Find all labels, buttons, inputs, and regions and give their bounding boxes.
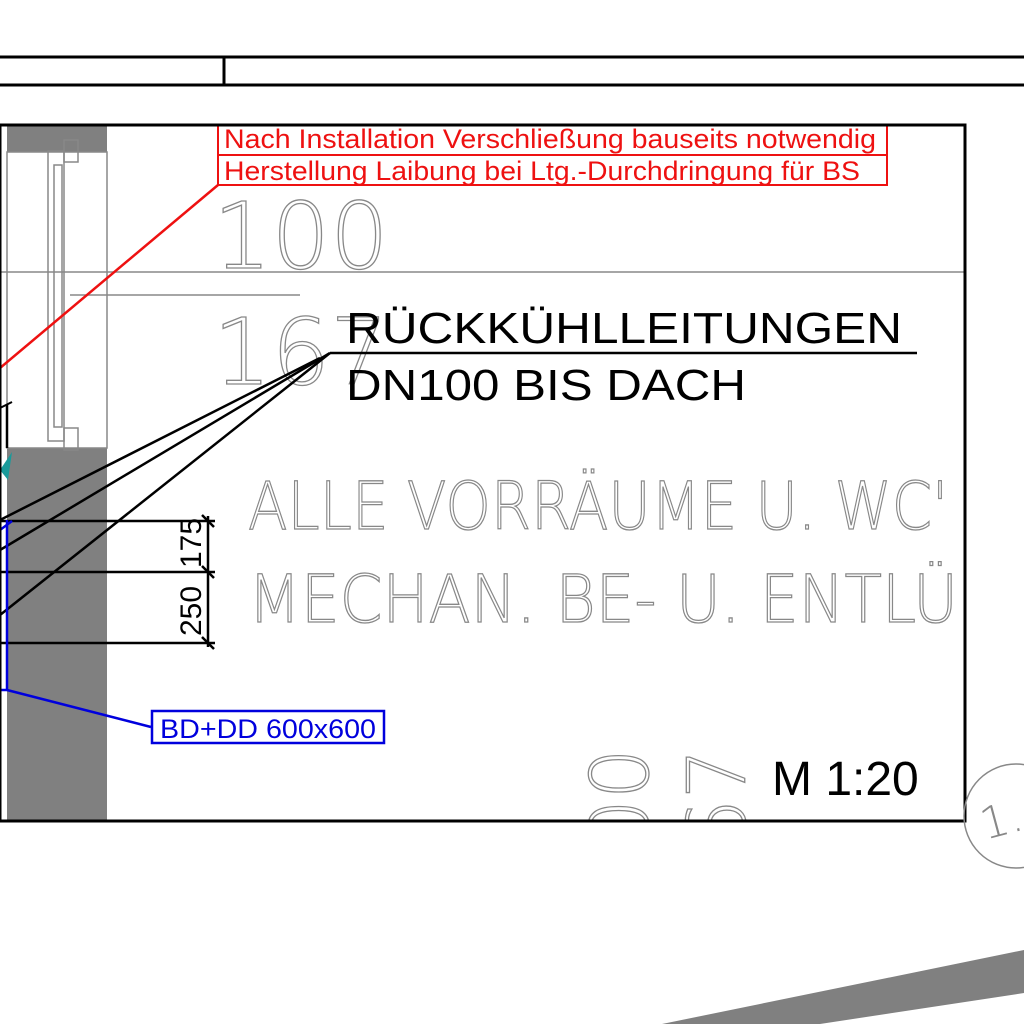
duct-label-box bbox=[150, 709, 386, 745]
diagonal-wall bbox=[662, 950, 1024, 1024]
dimension-175: 175 bbox=[175, 518, 208, 568]
section-marker-circle[interactable] bbox=[963, 763, 1024, 869]
pipe-note-line1: RÜCKKÜHLLEITUNGEN bbox=[346, 304, 902, 353]
pipe-note-line2: DN100 BIS DACH bbox=[346, 361, 746, 410]
detail-frame bbox=[0, 123, 967, 823]
level-value-top: 100 bbox=[213, 183, 389, 290]
window-frame bbox=[47, 139, 79, 451]
scale-label: M 1:20 bbox=[772, 753, 919, 806]
rotated-level-a: 00 bbox=[574, 748, 667, 850]
red-note-line2: Herstellung Laibung bei Ltg.-Durchdringu… bbox=[224, 156, 860, 186]
room-note-line1: ALLE VORRÄUME U. WC' bbox=[248, 468, 948, 545]
duct-outline bbox=[0, 520, 152, 729]
rotated-level-b: 67 bbox=[671, 748, 764, 850]
teal-marker bbox=[0, 452, 12, 480]
pipe-note: RÜCKKÜHLLEITUNGEN DN100 BIS DACH bbox=[0, 304, 917, 616]
dimension-250: 250 bbox=[175, 586, 208, 636]
red-note-line1: Nach Installation Verschließung bauseits… bbox=[224, 124, 876, 154]
title-band bbox=[0, 55, 1024, 87]
red-leader bbox=[0, 184, 219, 369]
duct-label: BD+DD 600x600 bbox=[160, 714, 376, 744]
dimension-lines bbox=[0, 514, 215, 650]
room-note-line2: MECHAN. BE- U. ENTLÜ bbox=[248, 561, 958, 638]
section-marker-label: 1. bbox=[975, 790, 1024, 850]
